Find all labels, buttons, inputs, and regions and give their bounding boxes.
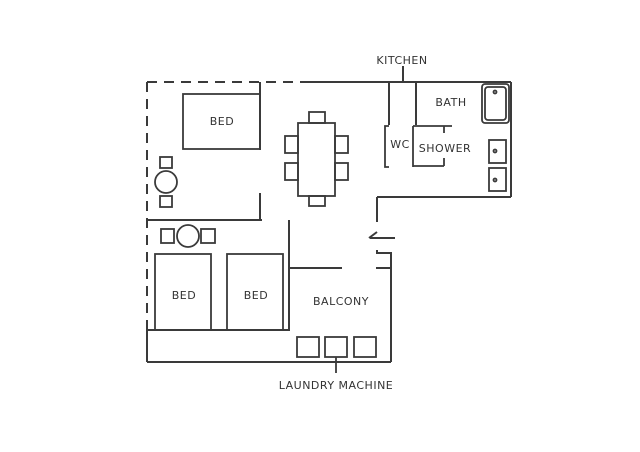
label-laundry-machine: LAUNDRY MACHINE (279, 379, 394, 392)
stool (159, 195, 173, 208)
label-bed-1: BED (210, 115, 234, 128)
laundry-machine (324, 336, 348, 358)
nightstand (200, 228, 216, 244)
chair (284, 162, 299, 181)
bed-1 (182, 93, 261, 150)
label-wc: WC (390, 138, 410, 151)
label-shower: SHOWER (419, 142, 471, 155)
bed-3 (226, 253, 284, 331)
sink (488, 139, 507, 164)
furniture (154, 83, 510, 373)
chair (308, 195, 326, 207)
laundry-machine (296, 336, 320, 358)
label-bed-2: BED (172, 289, 196, 302)
room-labels: KITCHEN BATH WC SHOWER BED BED BED BALCO… (172, 54, 471, 392)
label-balcony: BALCONY (313, 295, 369, 308)
outer-walls (146, 81, 512, 363)
stool (159, 156, 173, 169)
chair (308, 111, 326, 124)
chair (334, 135, 349, 154)
bed-2 (154, 253, 212, 331)
dining-table (297, 122, 336, 197)
laundry-machine (353, 336, 377, 358)
nightstand (160, 228, 175, 244)
label-bath: BATH (435, 96, 466, 109)
entrance-door (368, 231, 395, 239)
round-table (154, 170, 178, 194)
chair (334, 162, 349, 181)
bathtub (481, 83, 510, 124)
label-bed-3: BED (244, 289, 268, 302)
sink (488, 167, 507, 192)
chair (284, 135, 299, 154)
label-kitchen: KITCHEN (376, 54, 427, 67)
round-table (176, 224, 200, 248)
